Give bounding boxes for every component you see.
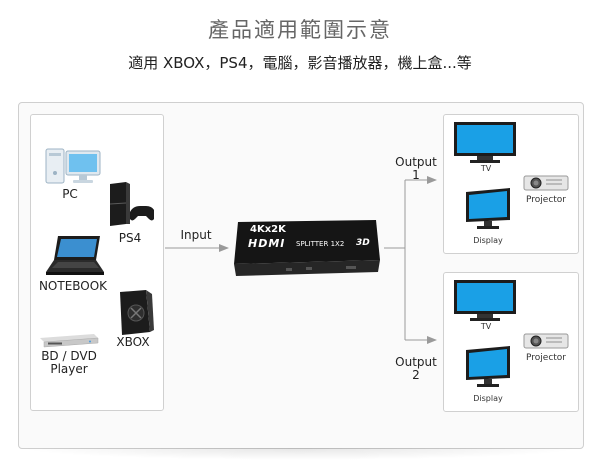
input-label: Input — [176, 229, 216, 242]
tv-label: TV — [474, 164, 498, 173]
splitter-hdmi-logo: HDMI — [248, 237, 285, 250]
projector-icon — [522, 170, 572, 194]
splitter-model-label: SPLITTER 1X2 — [296, 240, 344, 248]
display-label: Display — [468, 236, 508, 245]
display-label: Display — [468, 394, 508, 403]
display-icon — [462, 344, 514, 390]
display-icon — [462, 186, 514, 232]
splitter-4k-label: 4Kx2K — [250, 224, 286, 235]
hdmi-splitter-device: 4Kx2K HDMI SPLITTER 1X2 3D — [228, 216, 384, 280]
output2-label: Output 2 — [390, 356, 442, 382]
tv-icon — [452, 278, 518, 322]
tv-label: TV — [474, 322, 498, 331]
output1-label: Output 1 — [390, 156, 442, 182]
tv-icon — [452, 120, 518, 164]
projector-icon — [522, 328, 572, 352]
projector-label: Projector — [520, 353, 572, 363]
splitter-3d-badge: 3D — [356, 238, 370, 248]
projector-label: Projector — [520, 195, 572, 205]
